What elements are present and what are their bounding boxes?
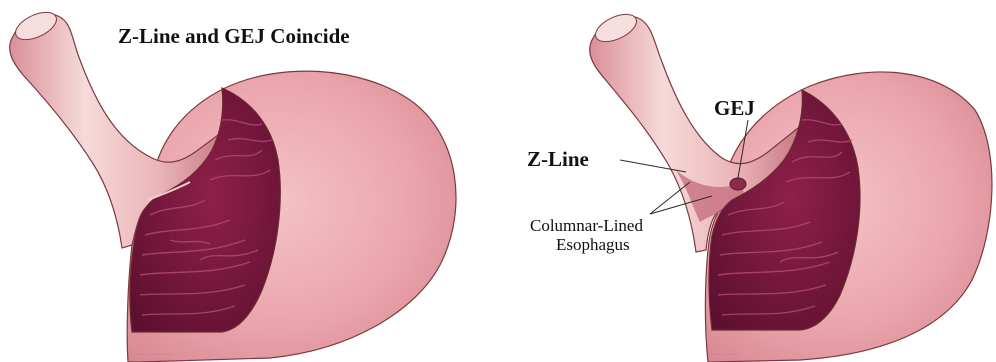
left-signature-mark: ~~~~ ~~~~ ~~~~ [135,352,173,358]
left-title: Z-Line and GEJ Coincide [118,24,350,48]
label-gej: GEJ [714,96,755,120]
left-panel: Z-Line and GEJ Coincide ~~~~ ~~~~ ~~~~ [10,7,456,362]
label-columnar-line2: Esophagus [556,235,630,254]
label-z-line: Z-Line [527,147,589,171]
label-columnar-line1: Columnar-Lined [530,216,643,235]
right-signature-mark: ~~~~ ~~~~~ [710,352,738,358]
right-panel: GEJ Z-Line Columnar-Lined Esophagus ~~~~… [527,9,992,362]
right-gej-marker [730,178,746,190]
